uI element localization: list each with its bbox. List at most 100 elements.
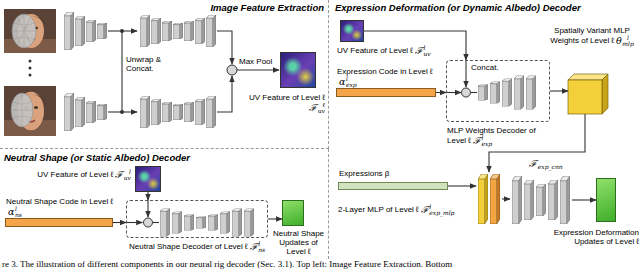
concat-node [462,88,471,97]
subscript: exp [346,82,357,88]
node-label: Neutral Shape Decoder of Level ℓℱlns [129,241,269,253]
step-note: Concat. [471,63,505,72]
symbol-index: lexp [481,135,492,147]
symbol-base: α [339,77,345,87]
symbol-index: lexp [346,76,357,88]
concat-node [144,218,153,227]
math-symbol: ℱluv [415,45,431,57]
label-text: Expression Deformation Updates of Level … [554,228,639,246]
node-label: Neutral Shape Updates of Level ℓ [269,229,328,257]
panel-region: Image Feature Extraction UV Feature of Le… [0,0,329,149]
junction-dot [120,29,124,114]
node-label: Neutral Shape Code in Level ℓαlns [6,197,124,218]
math-symbol: ℱexp_cnn [529,158,562,170]
math-symbol: ℱℓuv [309,102,325,114]
label-text: Neutral Shape Updates of Level ℓ [273,229,324,256]
face-photo [4,86,56,136]
connector-arrow [436,92,446,93]
decoder-layers [478,76,536,110]
node-label: UV Feature of Level ℓℱluv [31,169,131,181]
connector-arrow [364,31,466,60]
symbol-base: ℱ [115,170,123,180]
label-text: Image Feature Extraction [210,2,324,13]
math-symbol: αlexp [339,76,357,88]
symbol-base: ℱ [421,205,429,215]
panel-region: Expression Deformation (or Dynamic Albed… [329,0,640,258]
connector-arrow [113,222,126,223]
label-text: Expression Deformation (or Dynamic Albed… [335,2,581,13]
subscript: exp [481,141,492,147]
subscript: mlp [622,41,633,47]
connector-arrow [448,185,476,186]
subscript: exp_cnn [538,164,563,170]
symbol-base: α [8,207,14,217]
update-map: Neutral Shape Updates of Level ℓ [282,200,304,226]
symbol-base: ℱ [415,46,423,56]
symbol-index: ℓuv [318,102,325,114]
subscript: ns [258,247,265,253]
code-vector: Expression Code in Level ℓαlexp [336,88,436,97]
cnn-layers: ℱexp_cnn [510,174,572,226]
figure-caption: re 3. The illustration of different comp… [2,259,452,269]
subscript: uv [124,175,131,181]
math-symbol: ℱluv [115,169,131,181]
feature-map: UV Feature of Level ℓℱluv [135,166,161,192]
mlp-layers [478,174,500,224]
connector-arrow [268,218,282,219]
panel-title: Image Feature Extraction [178,3,324,14]
node-label: ℱexp_cnn [516,158,574,170]
subscript: uv [318,108,325,114]
mlp-layers: 2-Layer MLP of Level ℓℱlexp_mlp [476,172,502,226]
connector-arrow [572,199,596,200]
symbol-index: lns [15,206,22,218]
symbol-base: ℱ [250,242,258,252]
math-symbol: θlmlp [616,35,634,47]
subscript: exp_mlp [429,210,454,216]
cnn-layers [512,176,570,224]
max-pool-node [227,65,237,75]
connector-arrow [502,198,510,199]
connector-arrow [550,90,568,91]
node-label: UV Feature of Level ℓℱluv [337,45,437,57]
symbol-index: lmlp [622,35,633,47]
math-symbol: ℱlexp_mlp [421,204,455,216]
label-text: 2-Layer MLP of Level ℓ [338,205,419,214]
label-text: Neutral Shape (or Static Albedo) Decoder [4,152,190,163]
step-note: Unwrap & Concat. [126,55,166,73]
decoder-box: Neutral Shape Decoder of Level ℓℱlns [126,200,268,238]
weights-block [568,74,608,114]
connector-arrow [489,114,585,172]
node-label: Expression Code in Level ℓαlexp [337,67,445,88]
feature-map: UV Feature of Level ℓℱluv [340,20,364,42]
symbol-index: luv [423,45,430,57]
node-label: 2-Layer MLP of Level ℓℱlexp_mlp [338,204,472,216]
face-photo [4,9,56,53]
wire [126,200,159,223]
label-text: UV Feature of Level ℓ [37,170,113,179]
math-symbol: ℱlexp [473,135,492,147]
node-label: MLP Weights Decoder of Level ℓℱlexp [447,126,553,147]
connector-arrow [147,192,148,200]
node-label: Expressions β [339,169,449,178]
panel-region: Neutral Shape (or Static Albedo) Decoder… [0,149,329,259]
symbol-index: luv [124,169,131,181]
symbol-base: ℱ [529,159,537,169]
step-note: Max Pool [239,57,279,66]
node-label: Expression Deformation Updates of Level … [537,228,639,246]
symbol-index: exp_cnn [538,158,563,170]
symbol-base: ℱ [309,103,317,113]
subscript: uv [423,51,430,57]
panel-title: Expression Deformation (or Dynamic Albed… [335,3,637,14]
node-label: Spatially Variant MLP Weights of Level ℓ… [546,26,638,47]
code-vector: Neutral Shape Code in Level ℓαlns [5,218,113,227]
math-symbol: ℱlns [250,241,265,253]
subscript: ns [15,212,22,218]
label-text: UV Feature of Level ℓ [249,93,325,102]
math-symbol: αlns [8,206,22,218]
label-text: Neutral Shape Code in Level ℓ [6,197,113,206]
label-text: Neutral Shape Decoder of Level ℓ [129,242,248,251]
update-map: Expression Deformation Updates of Level … [596,178,616,222]
weights-block: Spatially Variant MLP Weights of Level ℓ… [568,74,608,114]
